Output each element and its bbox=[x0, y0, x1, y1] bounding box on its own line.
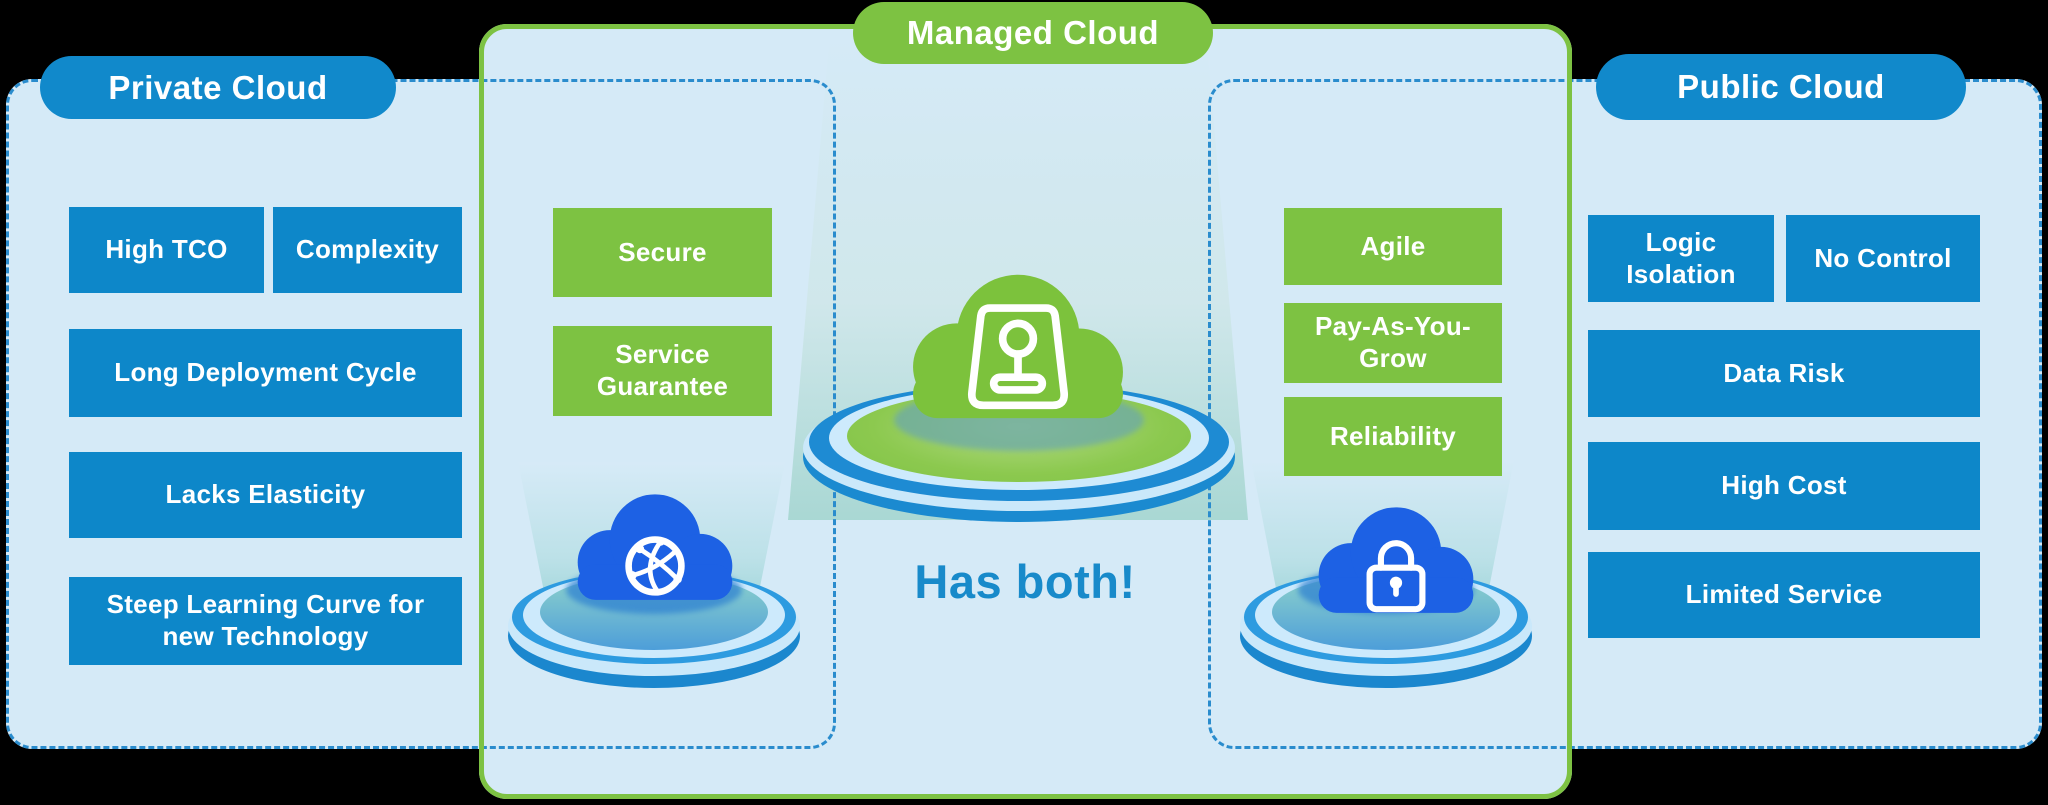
managed-cloud-icon bbox=[913, 274, 1123, 419]
padlock-icon bbox=[1366, 540, 1426, 613]
managed-item-reliability: Reliability bbox=[1284, 397, 1502, 476]
managed-item-secure: Secure bbox=[553, 208, 772, 297]
public-item-high-cost: High Cost bbox=[1588, 442, 1980, 530]
private-cloud-title: Private Cloud bbox=[108, 68, 328, 106]
has-both-caption: Has both! bbox=[914, 555, 1136, 608]
managed-item-pay-as-you-grow: Pay-As-You- Grow bbox=[1284, 303, 1502, 383]
private-item-high-tco: High TCO bbox=[69, 207, 264, 293]
private-item-long-deployment-cycle: Long Deployment Cycle bbox=[69, 329, 462, 417]
public-cloud-title-pill: Public Cloud bbox=[1596, 54, 1966, 120]
private-item-steep-learning-curve: Steep Learning Curve for new Technology bbox=[69, 577, 462, 665]
storage-server-icon bbox=[967, 304, 1069, 410]
globe-network-icon bbox=[625, 536, 685, 596]
private-managed-cloud-icon bbox=[577, 494, 733, 600]
managed-item-service-guarantee: Service Guarantee bbox=[553, 326, 772, 416]
public-item-no-control: No Control bbox=[1786, 215, 1980, 302]
public-item-limited-service: Limited Service bbox=[1588, 552, 1980, 638]
public-cloud-title: Public Cloud bbox=[1677, 68, 1885, 105]
managed-cloud-title-pill: Managed Cloud bbox=[853, 2, 1213, 64]
public-item-logic-isolation: Logic Isolation bbox=[1588, 215, 1774, 302]
public-managed-cloud-icon bbox=[1318, 507, 1474, 613]
cloud-icon bbox=[577, 494, 733, 600]
private-item-complexity: Complexity bbox=[273, 207, 462, 293]
managed-cloud-title: Managed Cloud bbox=[906, 14, 1160, 51]
private-item-lacks-elasticity: Lacks Elasticity bbox=[69, 452, 462, 538]
managed-item-agile: Agile bbox=[1284, 208, 1502, 285]
private-cloud-title-pill: Private Cloud bbox=[40, 56, 396, 119]
public-item-data-risk: Data Risk bbox=[1588, 330, 1980, 417]
